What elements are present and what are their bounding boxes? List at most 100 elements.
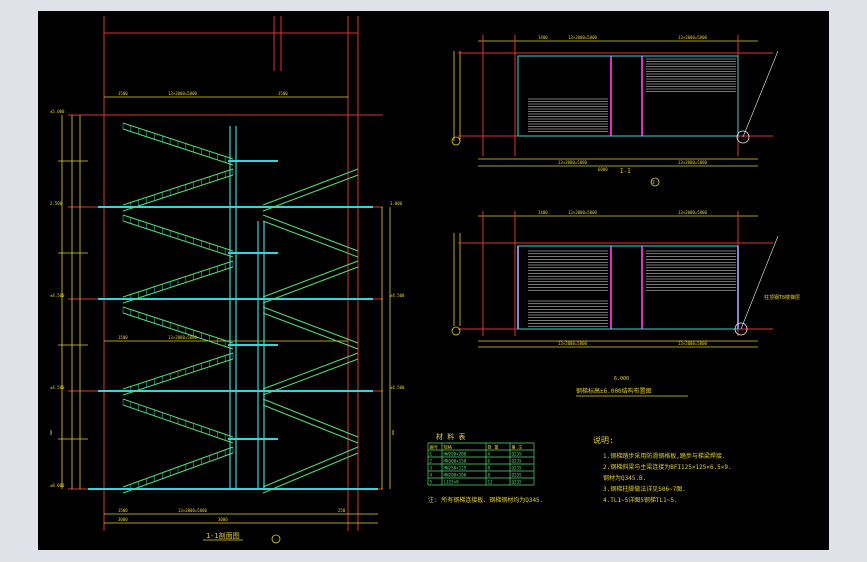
plan-bottom-subtitle: 钢梯标高±6.000结构布置图: [576, 387, 652, 395]
section-grid-lines: [68, 16, 383, 531]
section-title: 1-1剖面图: [206, 531, 240, 540]
svg-text:250: 250: [338, 508, 346, 513]
plan-top-beams: [610, 56, 643, 136]
notes-line-4: 3.钢梯柱脚做法详见S06~7图.: [603, 485, 686, 493]
stair-stringer: [262, 312, 359, 350]
table-header-cell: 数 量: [488, 443, 499, 450]
table-cell: Q235: [512, 479, 523, 484]
plan-bottom-annotation: 柱顶钢T8楼梯层: [764, 294, 800, 301]
svg-text:13×2000=5800: 13×2000=5800: [678, 160, 707, 165]
section-columns: [229, 126, 265, 489]
notes-title: 说明:: [593, 435, 614, 445]
svg-text:±5.000: ±5.000: [50, 109, 65, 114]
table-header-cell: 备 注: [512, 443, 524, 450]
plan-bottom-view: 柱顶钢T8楼梯层 6.000 钢梯标高±6.000结构布置图 1400 13×20…: [451, 210, 800, 397]
table-cell: L125×8: [444, 479, 460, 484]
plan-top-dims: [453, 40, 758, 167]
svg-text:1500: 1500: [118, 91, 128, 96]
materials-table-title: 材 料 表: [436, 432, 465, 441]
svg-text:6000: 6000: [598, 167, 608, 172]
svg-text:1500: 1500: [118, 508, 128, 513]
section-dimension-lines: [58, 96, 391, 524]
plan-top-grid: [458, 35, 773, 156]
svg-text:3.000: 3.000: [390, 201, 403, 206]
svg-text:±4.500: ±4.500: [390, 385, 405, 390]
svg-text:13×2000=5800: 13×2000=5800: [168, 335, 197, 340]
notes-line-1: 1.钢梯踏步采用防滑钢格板,踏步与梯梁焊接.: [603, 452, 725, 460]
svg-text:13×2000=5800: 13×2000=5800: [178, 508, 207, 513]
svg-text:1400: 1400: [538, 35, 548, 40]
stair-stringer: [262, 358, 359, 396]
svg-text:1400: 1400: [538, 210, 548, 215]
stair-stringer: [262, 446, 359, 488]
table-header-cell: 编号: [430, 443, 438, 450]
stair-stringer: [262, 168, 359, 206]
table-cell: 8: [488, 472, 491, 477]
svg-text:±4.500: ±4.500: [50, 293, 65, 298]
section-grid-marker-left: Ⅰ: [50, 429, 52, 437]
table-cell: Q235: [512, 465, 523, 470]
svg-text:13×2000=5800: 13×2000=5800: [168, 91, 197, 96]
stair-stringer: [262, 266, 359, 304]
notes-line-3: 钢材为Q345.B.: [603, 474, 646, 482]
svg-text:13×2000=5800: 13×2000=5800: [678, 210, 707, 215]
svg-text:±4.500: ±4.500: [50, 385, 65, 390]
plan-top-treads: [528, 58, 736, 132]
svg-text:3000: 3000: [118, 517, 128, 522]
stair-stringer: [262, 220, 359, 258]
notes-line-2: 2.钢梯斜梁与主梁连接为BFI125×125×6.5×9.: [603, 463, 732, 471]
svg-text:1500: 1500: [118, 335, 128, 340]
notes-line-5: 4.TL1~5详图5钢梯TL1~5.: [603, 496, 678, 504]
table-cell: HN300×150: [444, 458, 467, 463]
table-cell: 2: [430, 458, 433, 463]
table-cell: HN200×100: [444, 472, 467, 477]
table-cell: 8: [488, 465, 491, 470]
plan-top-axis-mark: ①: [651, 180, 656, 186]
svg-text:13×2000=5800: 13×2000=5800: [568, 35, 597, 40]
svg-text:13×2000=5800: 13×2000=5800: [678, 35, 707, 40]
plan-bottom-title: 6.000: [614, 376, 629, 382]
table-cell: 3: [430, 465, 433, 470]
table-cell: 6: [488, 458, 491, 463]
general-notes: 说明: 1.钢梯踏步采用防滑钢格板,踏步与梯梁焊接. 2.钢梯斜梁与主梁连接为B…: [593, 435, 732, 504]
stair-stringer: [262, 398, 359, 438]
section-axis-circle: [271, 534, 281, 544]
svg-text:±4.500: ±4.500: [390, 293, 405, 298]
svg-text:±0.000: ±0.000: [50, 483, 65, 488]
stair-stringer: [262, 452, 359, 494]
stair-stringer: [262, 306, 359, 344]
table-cell: HN250×125: [444, 465, 467, 470]
table-cell: 12: [488, 479, 494, 484]
table-cell: 4: [488, 451, 491, 456]
plan-top-view: I-I ① 1400 13×2000=5800 13×2000=5800 13×20…: [451, 35, 779, 187]
svg-text:13×2000=5800: 13×2000=5800: [558, 341, 587, 346]
svg-text:1500: 1500: [278, 91, 288, 96]
svg-text:13×2000=5800: 13×2000=5800: [568, 210, 597, 215]
stair-stringer: [262, 174, 359, 212]
svg-text:2.500: 2.500: [50, 201, 63, 206]
stair-section-view: 1500 13×2000=5800 1500 1500 13×2000=5800 15…: [50, 16, 405, 544]
table-cell: 5: [430, 479, 433, 484]
table-cell: 1: [430, 451, 433, 456]
section-stair-flights: [122, 122, 359, 494]
section-landings: [88, 160, 378, 490]
svg-text:3000: 3000: [218, 517, 228, 522]
materials-table-note: 注: 所有钢梯连接板、钢梯钢材均为Q345.: [428, 496, 543, 504]
svg-text:13×2000=5800: 13×2000=5800: [558, 160, 587, 165]
table-cell: Q235: [512, 458, 523, 463]
table-cell: HW200×200: [444, 451, 467, 456]
svg-text:13×2000=5800: 13×2000=5800: [678, 341, 707, 346]
stair-stringer: [262, 260, 359, 298]
table-cell: Q235: [512, 472, 523, 477]
section-grid-marker-right: Ⅰ: [392, 429, 394, 437]
table-cell: Q235: [512, 451, 523, 456]
stair-stringer: [262, 214, 359, 252]
table-cell: 4: [430, 472, 433, 477]
stair-stringer: [262, 404, 359, 444]
plan-top-title: I-I: [620, 168, 631, 175]
table-header-cell: 规格: [444, 443, 453, 450]
section-dim-texts: 1500 13×2000=5800 1500 1500 13×2000=5800 15…: [50, 91, 405, 522]
